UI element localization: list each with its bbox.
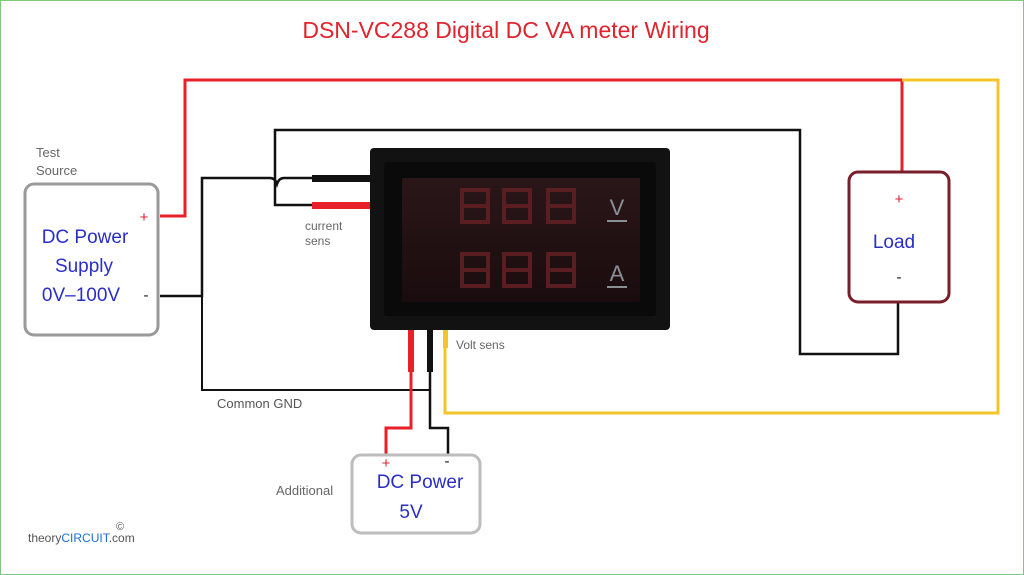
brand-part2: CIRCUIT xyxy=(61,531,110,545)
supply-label-line1: DC Power xyxy=(42,227,129,248)
amp-unit-underline xyxy=(607,286,627,288)
amp-display-digits xyxy=(460,252,576,288)
aux-minus-terminal: - xyxy=(445,453,450,470)
meter-tail-black xyxy=(427,318,433,372)
meter-lead-red xyxy=(312,202,374,209)
supply-label-line3: 0V–100V xyxy=(42,285,121,306)
load-minus-terminal: - xyxy=(897,269,902,286)
aux-dc-power: DC Power 5V + - xyxy=(350,453,482,535)
volt-display-digits xyxy=(460,188,576,224)
wire-aux-negative xyxy=(428,330,450,455)
diagram-title: DSN-VC288 Digital DC VA meter Wiring xyxy=(302,17,709,43)
amp-unit-label: A xyxy=(610,261,625,286)
wire-supply-positive-to-load xyxy=(160,78,904,218)
brand-copyright: © xyxy=(116,521,124,533)
common-gnd-label: Common GND xyxy=(217,396,302,411)
wire-load-negative-to-meter xyxy=(273,128,900,356)
load-plus-terminal: + xyxy=(895,191,904,208)
test-source-label-line2: Source xyxy=(36,163,77,178)
va-meter: V A xyxy=(370,148,670,330)
wire-common-gnd xyxy=(201,296,430,391)
wire-supply-negative xyxy=(160,176,312,298)
supply-label-line2: Supply xyxy=(55,256,114,277)
brand-logo: theoryCIRCUIT.com xyxy=(28,531,135,545)
supply-minus-terminal: - xyxy=(144,287,149,304)
aux-plus-terminal: + xyxy=(382,455,391,472)
test-source-label-line1: Test xyxy=(36,145,60,160)
volt-sens-label: Volt sens xyxy=(456,338,505,352)
current-sens-label-line1: current xyxy=(305,219,343,233)
current-sens-label-line2: sens xyxy=(305,234,330,248)
wire-aux-positive xyxy=(384,330,413,455)
volt-unit-label: V xyxy=(610,195,625,220)
additional-label: Additional xyxy=(276,483,333,498)
meter-tail-red xyxy=(408,318,414,372)
meter-lead-black xyxy=(312,175,374,182)
volt-unit-underline xyxy=(607,220,627,222)
wire-volt-sens xyxy=(443,78,1000,415)
brand-part1: theory xyxy=(28,531,61,545)
dc-power-supply: DC Power Supply 0V–100V + - xyxy=(23,182,160,337)
supply-plus-terminal: + xyxy=(140,209,149,226)
load: + Load - xyxy=(847,170,951,304)
meter-tail-yellow xyxy=(443,318,448,348)
brand-part3: .com xyxy=(109,531,135,545)
aux-power-label-line1: DC Power xyxy=(377,472,464,493)
load-label: Load xyxy=(873,232,915,253)
aux-power-label-line2: 5V xyxy=(399,502,423,523)
